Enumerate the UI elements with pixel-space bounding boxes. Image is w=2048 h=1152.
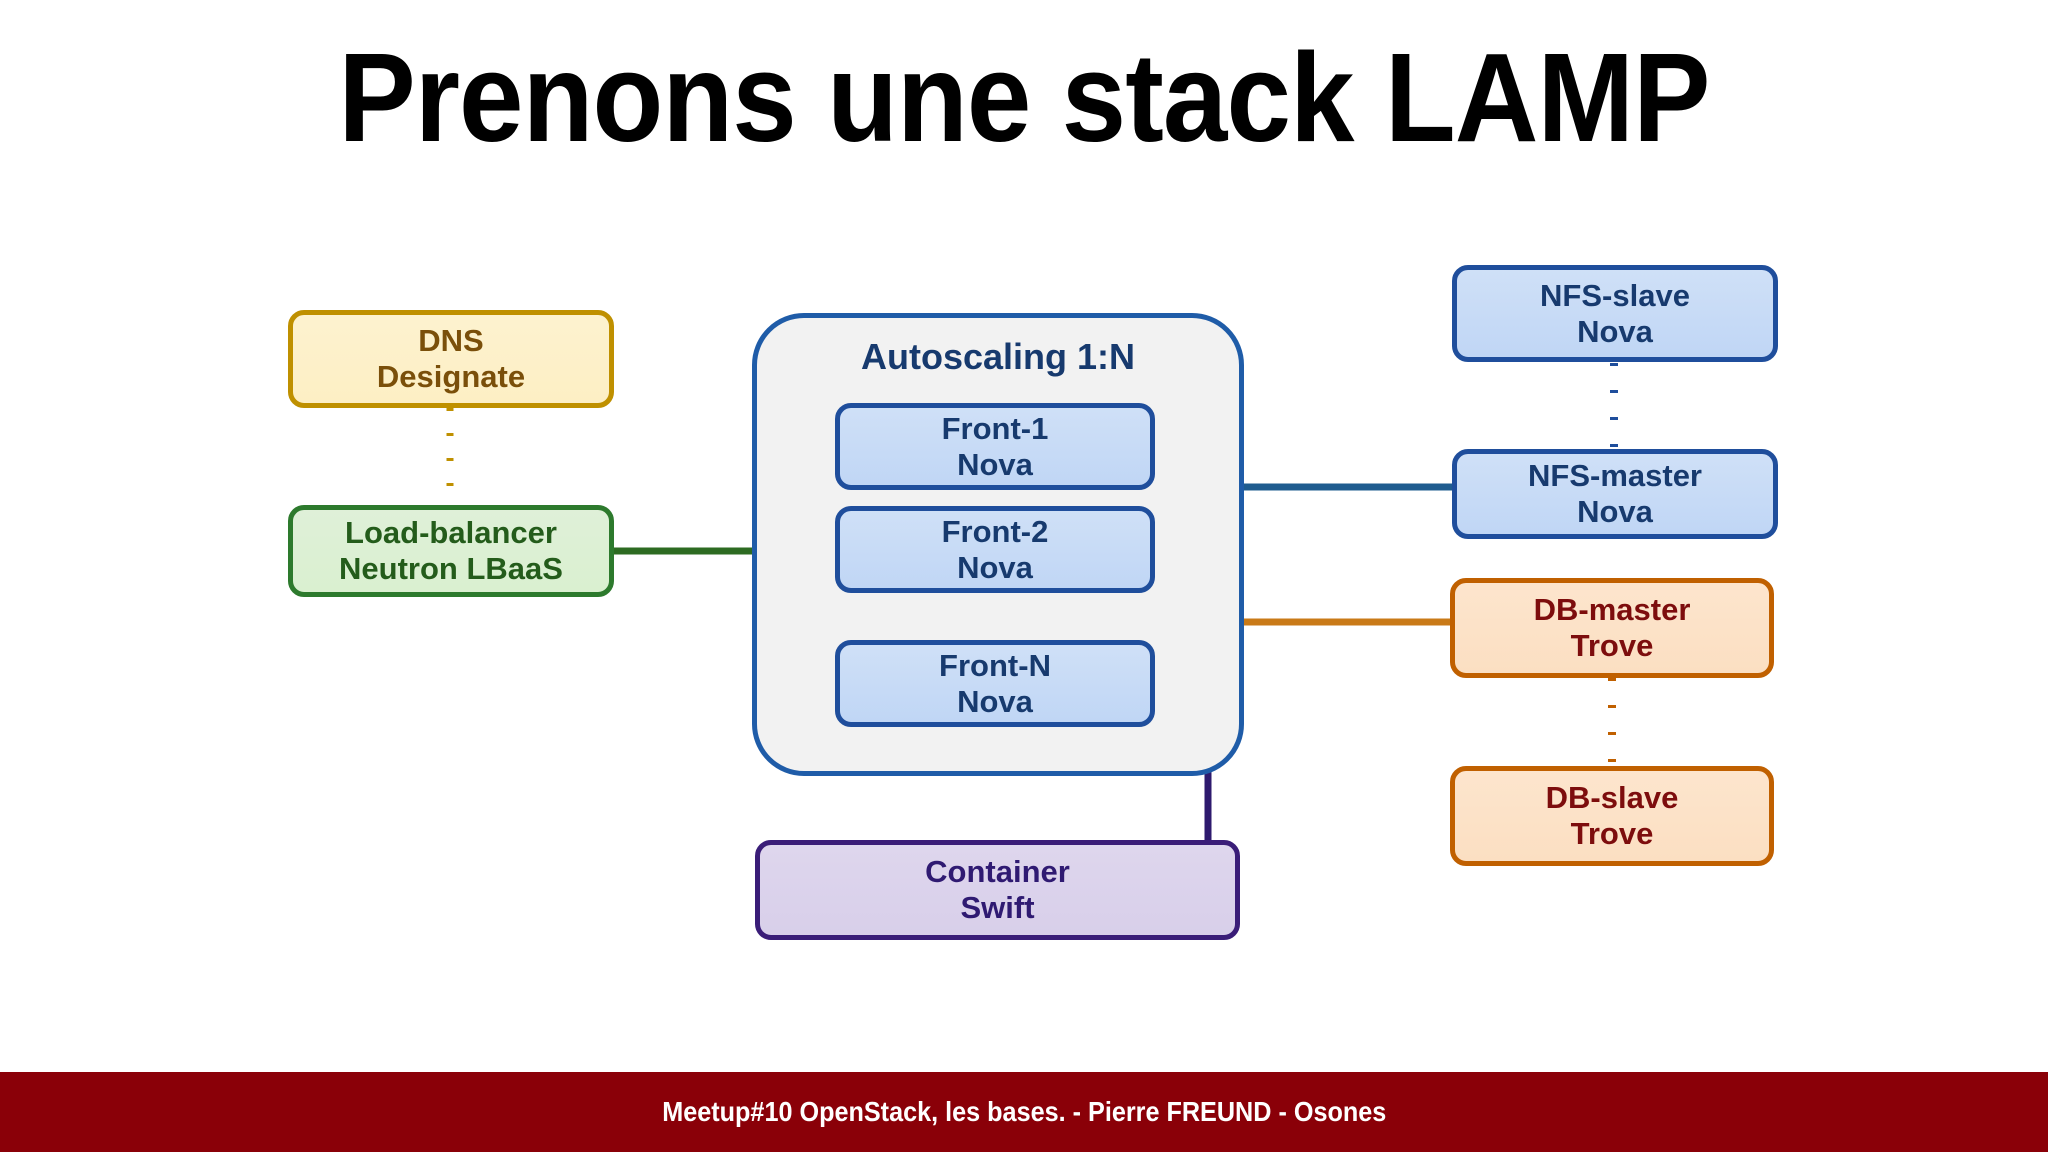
node-load-balancer[interactable]: Load-balancer Neutron LBaaS — [288, 505, 614, 597]
node-front-n[interactable]: Front-N Nova — [835, 640, 1155, 727]
node-dns[interactable]: DNS Designate — [288, 310, 614, 408]
node-db-slave-line1: DB-slave — [1545, 780, 1679, 816]
autoscaling-group-label: Autoscaling 1:N — [860, 336, 1136, 377]
node-front-n-line2: Nova — [957, 683, 1033, 719]
page-title: Prenons une stack LAMP — [338, 27, 1710, 168]
node-db-master-line2: Trove — [1570, 628, 1654, 663]
node-front-1-line2: Nova — [957, 446, 1033, 482]
footer-text: Meetup#10 OpenStack, les bases. - Pierre… — [661, 1096, 1387, 1127]
node-front-n-line1: Front-N — [939, 647, 1051, 683]
node-nfs-master-line1: NFS-master — [1528, 458, 1702, 494]
node-load-balancer-line1: Load-balancer — [345, 515, 557, 551]
node-dns-line2: Designate — [376, 359, 526, 394]
node-front-1[interactable]: Front-1 Nova — [835, 403, 1155, 490]
node-container-swift-line2: Swift — [960, 890, 1035, 925]
node-load-balancer-line2: Neutron LBaaS — [339, 551, 563, 586]
node-db-slave-line2: Trove — [1570, 816, 1654, 851]
node-front-2-line2: Nova — [957, 549, 1033, 585]
node-db-slave[interactable]: DB-slave Trove — [1450, 766, 1774, 866]
node-db-master[interactable]: DB-master Trove — [1450, 578, 1774, 678]
architecture-diagram: DNS Designate Load-balancer Neutron LBaa… — [288, 265, 1778, 940]
node-nfs-slave-line1: NFS-slave — [1540, 277, 1690, 313]
node-front-1-line1: Front-1 — [941, 410, 1049, 446]
node-front-2-line1: Front-2 — [941, 513, 1049, 549]
node-container-swift-line1: Container — [925, 854, 1070, 890]
node-dns-line1: DNS — [418, 323, 484, 359]
node-nfs-master[interactable]: NFS-master Nova — [1452, 449, 1778, 539]
footer-bar: Meetup#10 OpenStack, les bases. - Pierre… — [0, 1072, 2048, 1152]
node-nfs-master-line2: Nova — [1577, 494, 1653, 529]
node-container-swift[interactable]: Container Swift — [755, 840, 1240, 940]
node-db-master-line1: DB-master — [1533, 592, 1691, 628]
node-front-2[interactable]: Front-2 Nova — [835, 506, 1155, 593]
node-nfs-slave-line2: Nova — [1577, 313, 1653, 349]
node-nfs-slave[interactable]: NFS-slave Nova — [1452, 265, 1778, 362]
